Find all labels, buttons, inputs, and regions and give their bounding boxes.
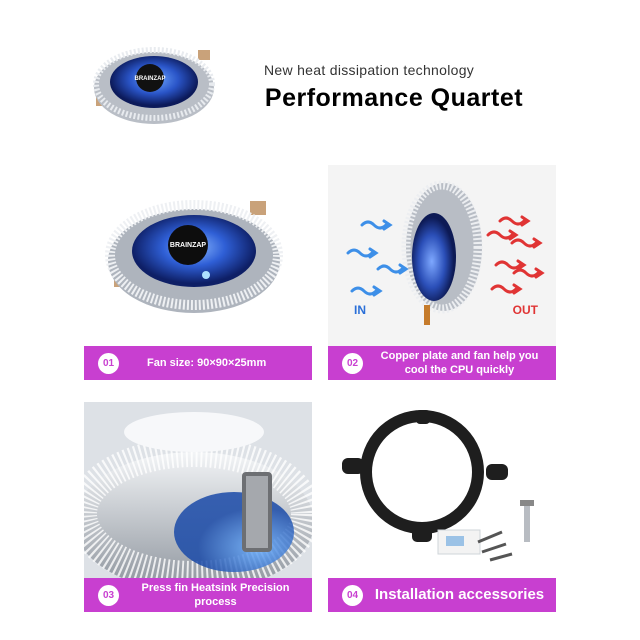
feature-panel-accessories: 04 Installation accessories — [328, 402, 556, 612]
step-badge: 01 — [98, 352, 119, 374]
feature-panel-airflow: IN OUT 02 Copper plate and fan help you … — [328, 165, 556, 380]
out-label: OUT — [512, 303, 538, 317]
cooler-product-image: BRAINZAP — [93, 47, 215, 124]
header-subtitle: New heat dissipation technology — [264, 62, 475, 78]
heatsink-closeup-image — [84, 402, 312, 578]
in-label: IN — [354, 303, 366, 317]
brand-logo: BRAINZAP — [135, 76, 166, 82]
brand-logo: BRAINZAP — [170, 242, 206, 249]
out-arrows-icon — [486, 215, 545, 295]
feature-panel-fan-size: BRAINZAP 01 Fan size: 90×90×25mm — [84, 165, 312, 380]
caption-text: Copper plate and fan help you cool the C… — [380, 350, 539, 376]
feature-panel-heatsink: 03 Press fin Heatsink Precision process — [84, 402, 312, 612]
cooler-angled-image: BRAINZAP — [105, 200, 283, 313]
caption-text: Fan size: 90×90×25mm — [147, 357, 267, 369]
header-title: Performance Quartet — [264, 84, 524, 112]
caption-bar: 04 Installation accessories — [328, 578, 556, 612]
in-arrows-icon — [346, 219, 409, 297]
caption-bar: 03 Press fin Heatsink Precision process — [84, 578, 312, 612]
caption-bar: 01 Fan size: 90×90×25mm — [84, 346, 312, 380]
caption-bar: 02 Copper plate and fan help you cool th… — [328, 346, 556, 380]
airflow-diagram — [346, 180, 545, 325]
step-badge: 04 — [342, 584, 363, 606]
accessories-image — [342, 410, 534, 562]
hero-header: BRAINZAP New heat dissipation technology… — [84, 28, 556, 136]
caption-text: Installation accessories — [374, 586, 545, 603]
step-badge: 02 — [342, 352, 363, 374]
caption-text: Press fin Heatsink Precision process — [141, 582, 290, 608]
step-badge: 03 — [98, 584, 119, 606]
